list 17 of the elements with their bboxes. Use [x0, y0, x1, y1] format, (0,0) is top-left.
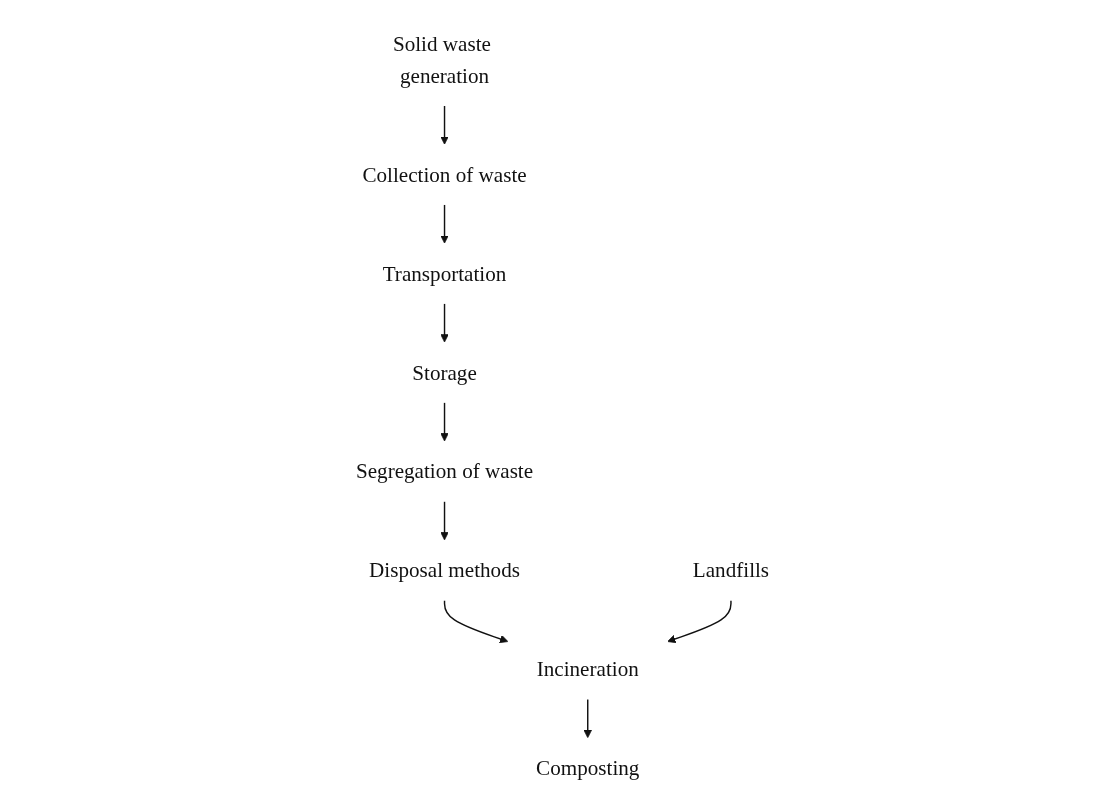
arrow	[440, 204, 449, 244]
arrow	[440, 303, 449, 343]
arrow	[440, 105, 449, 145]
arrow	[583, 698, 593, 739]
arrow	[444, 599, 509, 644]
node-text: Collection of waste	[362, 162, 527, 187]
node-text: Segregation of waste	[356, 459, 534, 484]
node-text: Solid waste generation	[393, 31, 492, 88]
node-text: Incineration	[536, 657, 639, 682]
arrow	[440, 401, 449, 442]
node-text: Transportation	[382, 261, 507, 286]
arrow	[667, 599, 732, 644]
node-text: Composting	[536, 756, 640, 781]
arrow	[440, 500, 449, 541]
node-text: Landfills	[693, 558, 770, 583]
node-text: Disposal methods	[369, 558, 521, 583]
node-text: Storage	[412, 360, 477, 385]
